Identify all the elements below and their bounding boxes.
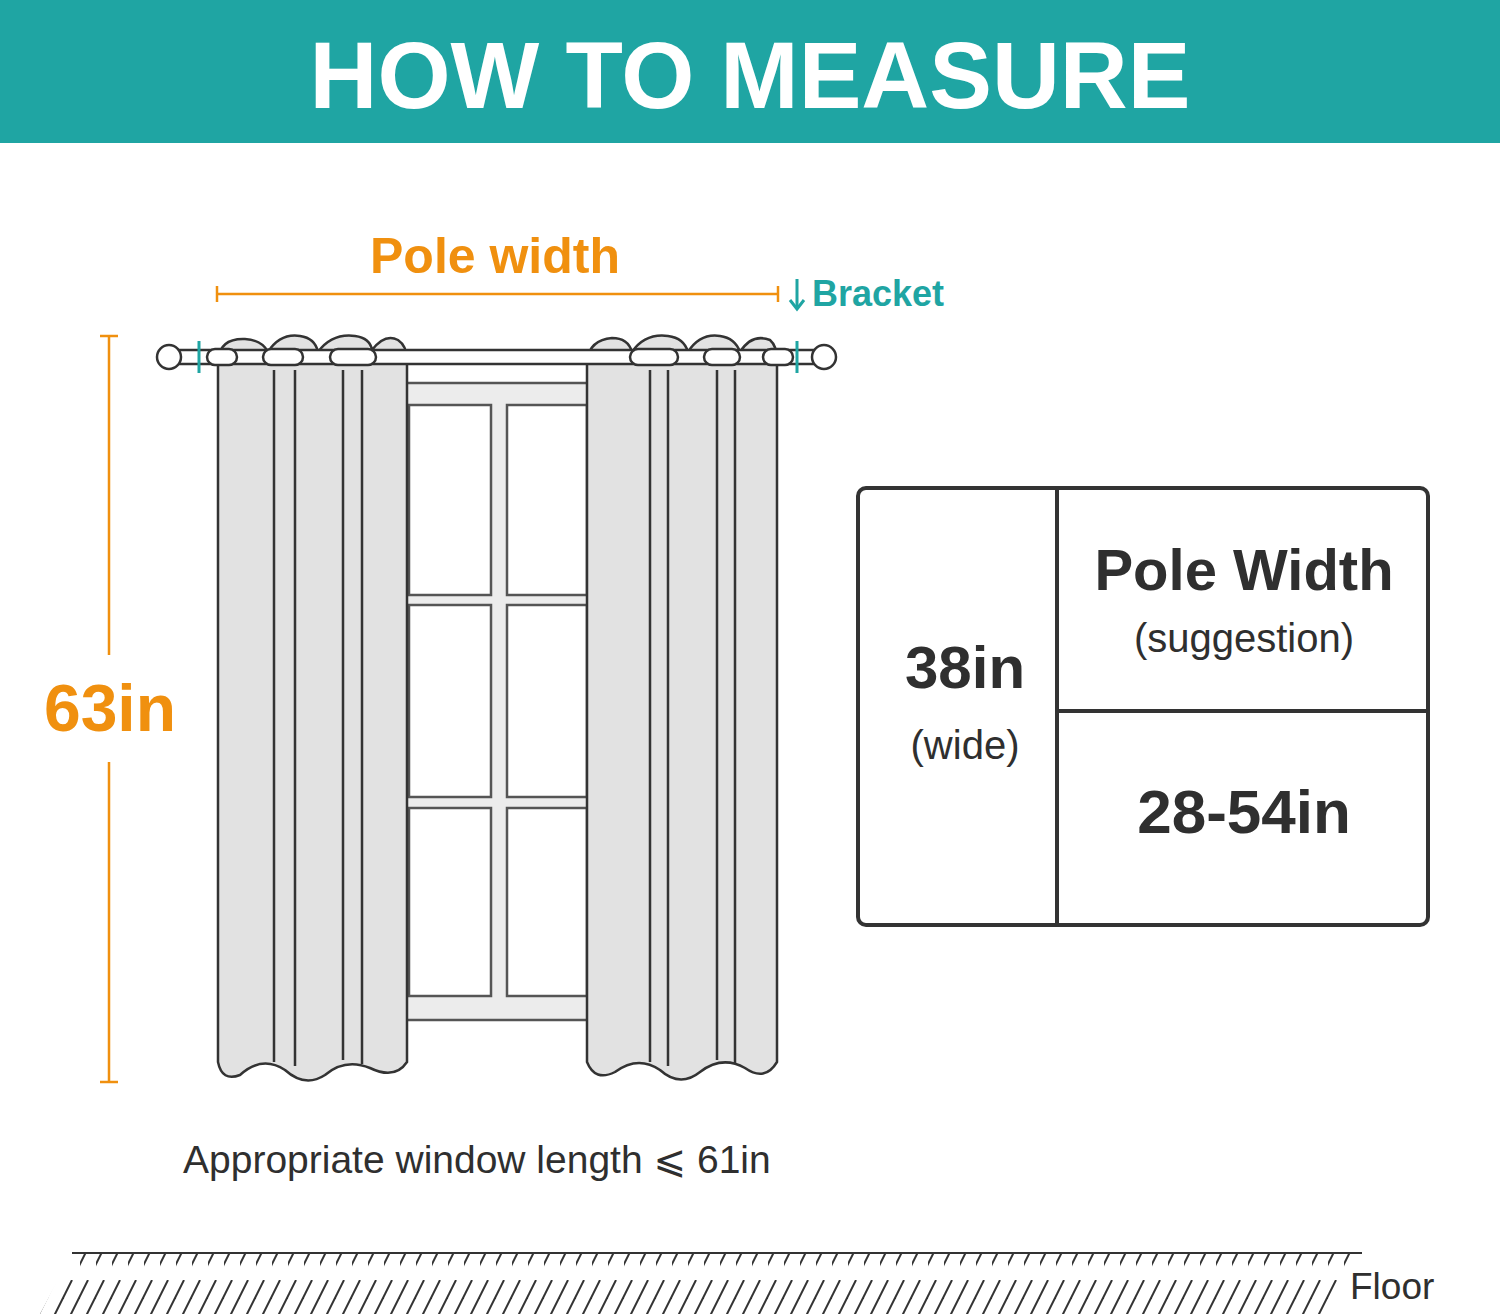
floor-label: Floor [1350, 1267, 1434, 1308]
floor [40, 1253, 1362, 1314]
note: Appropriate window length ⩽ 61in [183, 1139, 771, 1182]
title-band [0, 0, 1500, 143]
dimension-label: Pole width [370, 229, 620, 284]
curtain-rod [157, 345, 836, 369]
table-cell: 28-54in [1137, 778, 1351, 846]
table-cell: (suggestion) [1134, 616, 1354, 660]
table-cell: (wide) [911, 723, 1020, 767]
table-cell: Pole Width [1094, 538, 1393, 602]
bracket-arrow [790, 279, 804, 309]
dimension-label: 63in [44, 672, 176, 745]
size-table [858, 488, 1428, 925]
bracket-label: Bracket [812, 274, 944, 314]
curtain-panels [218, 357, 777, 1080]
curtain-folds [274, 370, 735, 1066]
brackets [199, 341, 797, 373]
table-cell: 38in [905, 635, 1025, 701]
pole-width-dimension [217, 286, 778, 302]
window [400, 383, 595, 1020]
title: HOW TO MEASURE [310, 24, 1191, 127]
